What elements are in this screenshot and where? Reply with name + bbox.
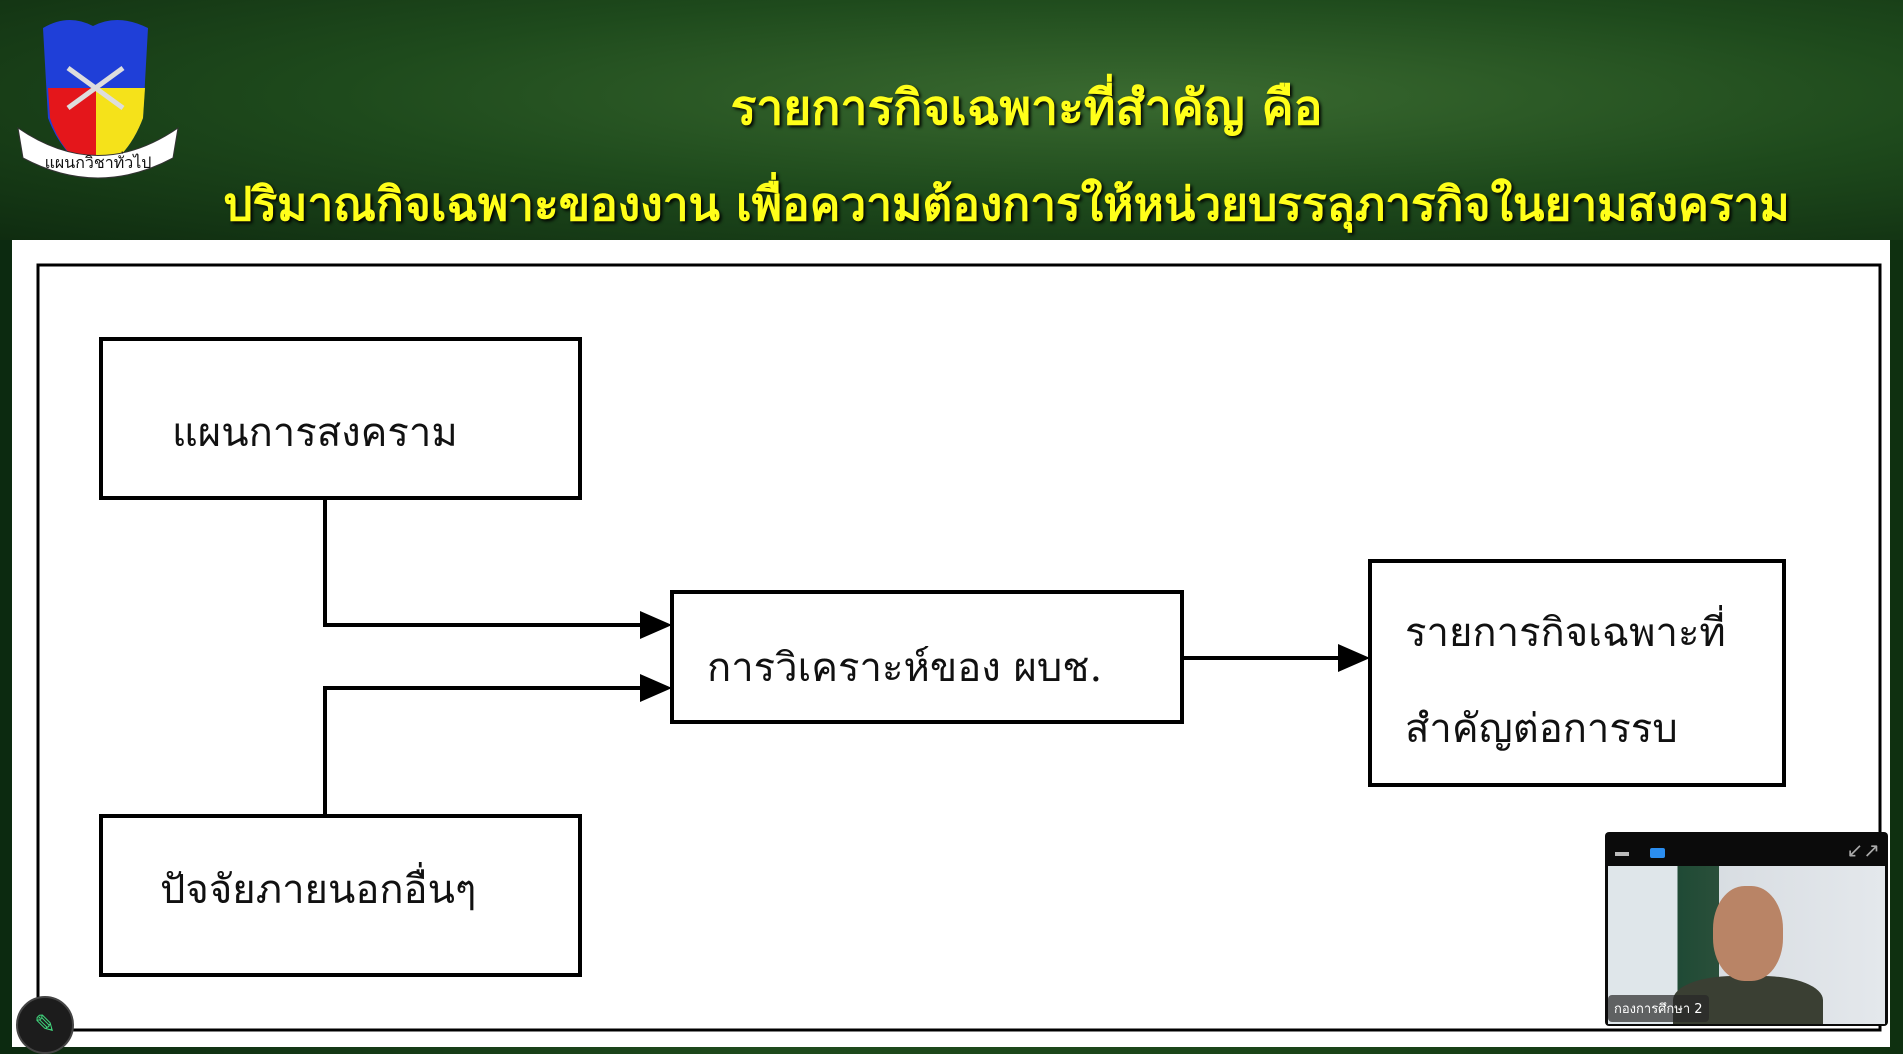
pencil-icon[interactable]: ✎	[16, 996, 74, 1054]
slide-header: แผนกวิชาทั่วไป รายการกิจเฉพาะที่สำคัญ คื…	[0, 0, 1903, 240]
connector-external	[323, 686, 640, 816]
box-external-factors	[99, 814, 582, 977]
arrow-head-1	[640, 611, 672, 639]
expand-icon[interactable]: ↙↗	[1846, 838, 1880, 862]
box-analysis-label: การวิเคราะห์ของ ผบช.	[707, 645, 1103, 691]
participant-head	[1713, 886, 1783, 981]
svg-text:แผนกวิชาทั่วไป: แผนกวิชาทั่วไป	[45, 151, 152, 172]
box-war-plan	[99, 337, 582, 500]
box-analysis	[670, 590, 1184, 724]
logo-emblem: แผนกวิชาทั่วไป	[17, 19, 179, 179]
slide-title-line-1: รายการกิจเฉพาะที่สำคัญ คือ	[730, 80, 1323, 136]
camera-icon[interactable]	[1650, 848, 1665, 858]
video-thumbnail[interactable]: ↙↗ กองการศึกษา 2	[1605, 832, 1888, 1026]
participant-name: กองการศึกษา 2	[1608, 995, 1709, 1022]
box-war-plan-label: แผนการสงคราม	[172, 410, 458, 456]
diagram-frame	[36, 263, 1882, 1032]
connector-war-plan	[323, 498, 640, 627]
arrow-head-2	[640, 674, 672, 702]
box-result-label-2: สำคัญต่อการรบ	[1405, 706, 1678, 752]
slide-title-line-2: ปริมาณกิจเฉพาะของงาน เพื่อความต้องการให้…	[223, 177, 1790, 231]
box-result-label-1: รายการกิจเฉพาะที่	[1405, 610, 1726, 656]
arrow-head-3	[1338, 644, 1370, 672]
box-external-label: ปัจจัยภายนอกอื่นๆ	[160, 867, 477, 913]
minimize-icon[interactable]	[1615, 852, 1629, 856]
box-result	[1368, 559, 1786, 787]
